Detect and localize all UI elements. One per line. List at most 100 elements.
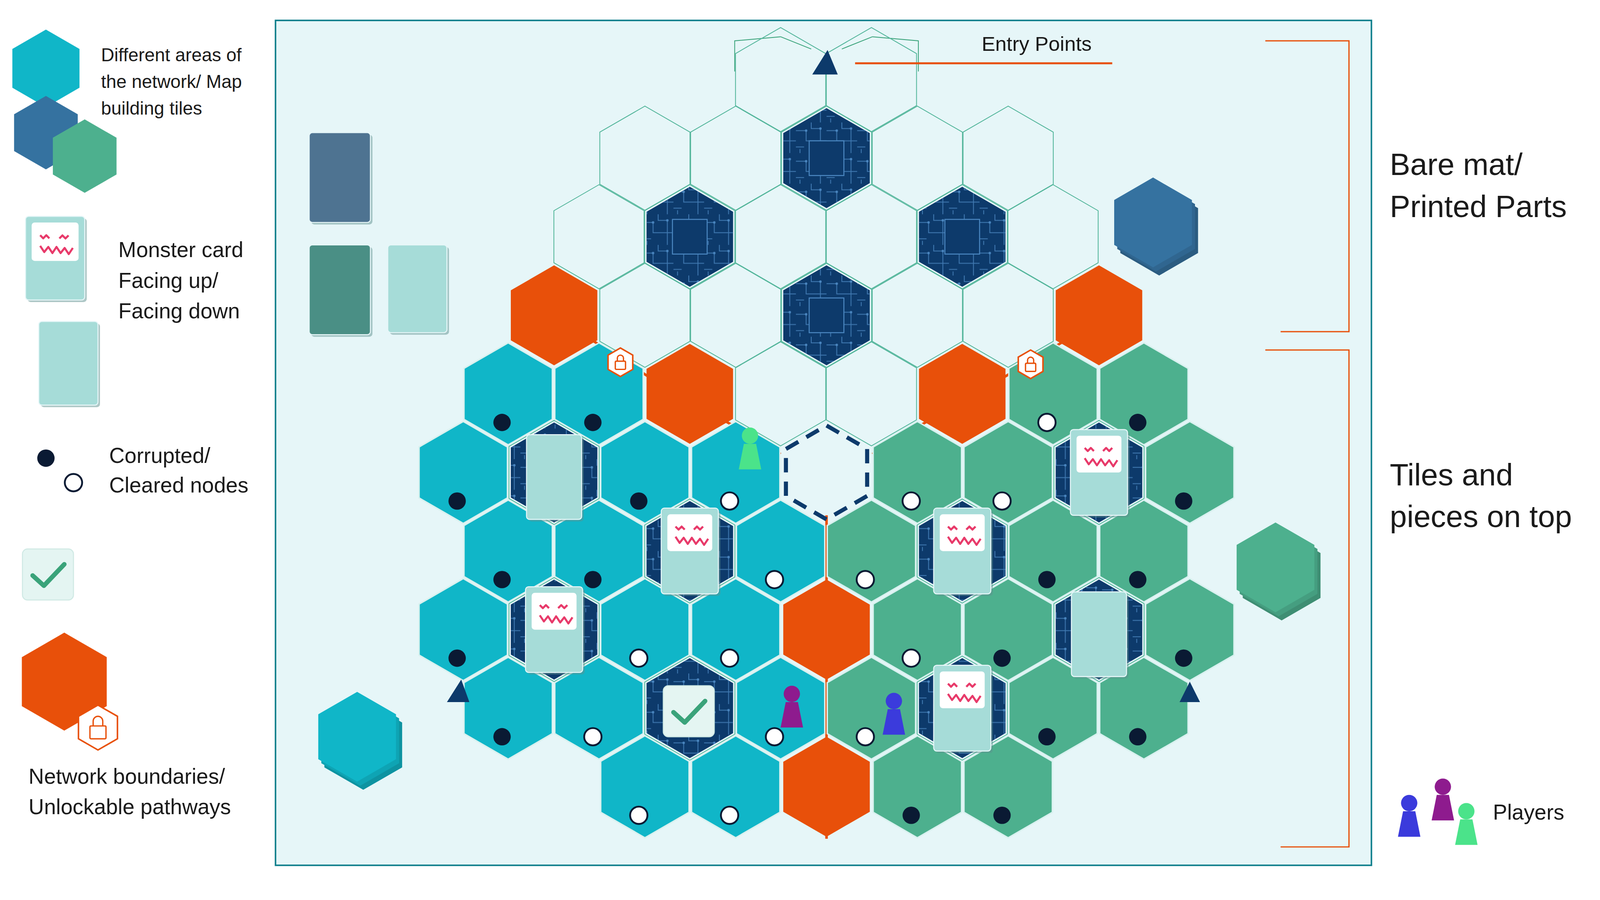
empty-tile-slot [735,184,826,289]
corrupted-node [493,727,511,746]
corrupted-node [630,492,648,510]
monster-card-up [25,216,85,300]
tile-slot [781,106,872,211]
monster-features [540,605,573,624]
cleared-node [856,727,875,746]
check-token [663,685,715,737]
circuit-texture [510,579,598,680]
cleared-node [765,570,784,589]
core-tile [646,658,734,759]
monster-card-up [661,508,719,595]
legend-text: Players [1492,797,1595,828]
legend-hex-sample [12,29,80,108]
piece-layer [12,29,1478,848]
corrupted-node [1038,570,1056,589]
section-label: Bare mat/ Printed Parts [1390,143,1580,228]
cleared-node [902,492,920,510]
player-pawn-body [1431,795,1455,821]
corrupted-node [584,413,602,432]
cleared-node [720,649,739,668]
tile-stack [1114,177,1193,268]
player-pawn-head [1434,778,1451,795]
chip [945,219,980,255]
circuit-texture [646,658,734,759]
core-tile [1055,579,1143,680]
corrupted-node [584,570,602,589]
monster-card-down [309,245,371,335]
network-boundary [586,336,1072,839]
tile-stack [1236,522,1315,613]
lock-shackle [93,716,103,726]
monster-card-down [1071,591,1127,677]
play-mat [275,20,1372,866]
player-pawn-head [1400,795,1418,812]
corrupted-node [493,413,511,432]
lock-body [1025,363,1036,372]
tile-stack [318,691,397,782]
empty-tile-slot [690,106,781,211]
monster-card-up [933,665,991,752]
entry-arrow [447,679,470,703]
lock-badge [1018,350,1043,379]
monster-card-up [933,508,991,595]
legend-text: Network boundaries/ Unlockable pathways [28,761,240,823]
player-pawn-head [1458,802,1475,820]
lock-badge [607,347,633,377]
corrupted-node [993,649,1011,668]
cleared-node [993,492,1011,510]
chip [672,219,708,255]
cleared-node [584,727,602,746]
corrupted-node [1129,570,1147,589]
core-tile [510,579,598,680]
cleared-node [1038,413,1056,432]
circuit-texture [646,500,734,601]
monster-face [940,671,985,708]
circuit-texture [1055,579,1143,680]
player-pawn-head [885,692,903,710]
legend-text: Different areas of the network/ Map buil… [100,41,258,122]
cleared-node [630,806,648,825]
monster-card-down [309,132,371,223]
corrupted-node [1175,492,1193,510]
cleared-node [720,492,739,510]
circuit-texture [510,422,598,523]
core-tile [510,422,598,523]
tile-slot [644,184,735,289]
empty-tile-slot [735,341,826,446]
lock-body [90,725,106,739]
corrupted-node [1175,649,1193,668]
tile-slot [781,263,872,368]
monster-card-down [526,434,582,520]
corrupted-node [902,806,920,825]
monster-card-up [525,586,583,673]
lock-badge [78,705,118,750]
tile-layer [419,27,1235,838]
monster-features [40,235,73,255]
corrupted-node [448,649,466,668]
entry-arrow [812,50,838,75]
monster-face [31,222,79,261]
core-tile [919,500,1006,601]
boundary-tile [783,579,870,680]
circuit-texture [919,658,1006,759]
player-pawn-body [1455,819,1478,845]
lock-shackle [617,355,624,362]
core-tile [646,500,734,601]
empty-tile-slot [690,263,781,368]
player-pawn-head [783,685,800,703]
player-pawn-head [741,427,758,444]
empty-tile-slot [962,106,1053,211]
legend-hex-sample [52,119,117,193]
empty-tile-slot [1007,184,1098,289]
boundary-tile [646,343,734,444]
core-tile [1055,422,1143,523]
cleared-node [765,727,784,746]
player-pawn-body [780,702,803,728]
check-token [22,549,74,600]
bracket [1265,40,1350,332]
tile-slot [917,184,1008,289]
label-underline [855,62,1113,65]
cleared-node [65,474,83,492]
legend-text: Monster card Facing up/ Facing down [118,234,253,327]
